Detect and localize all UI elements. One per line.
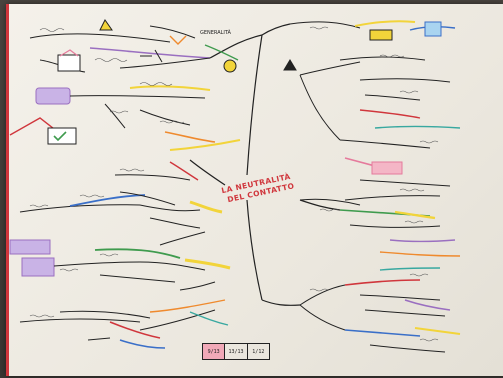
top-center-label: GENERALITÀ — [200, 29, 232, 36]
footer-cell-2: 13/13 — [225, 344, 248, 359]
central-trunk — [189, 23, 341, 306]
footer-date-box: 9/13 13/13 1/12 — [202, 343, 270, 360]
footer-cell-3: 1/12 — [252, 348, 265, 355]
cluster-left-upper — [9, 85, 241, 151]
cluster-right-middle — [299, 179, 461, 257]
cluster-top-left — [29, 19, 239, 73]
cluster-right-upper — [283, 20, 461, 175]
cluster-right-lower — [299, 267, 461, 353]
cluster-left-middle — [19, 161, 223, 229]
footer-cell-1: 9/13 — [203, 344, 226, 359]
cluster-left-lower — [9, 231, 231, 291]
cluster-bottom-left — [19, 299, 229, 349]
center-title: LA NEUTRALITÀ DEL CONTATTO — [221, 172, 296, 204]
handwriting-scribbles — [29, 26, 439, 342]
